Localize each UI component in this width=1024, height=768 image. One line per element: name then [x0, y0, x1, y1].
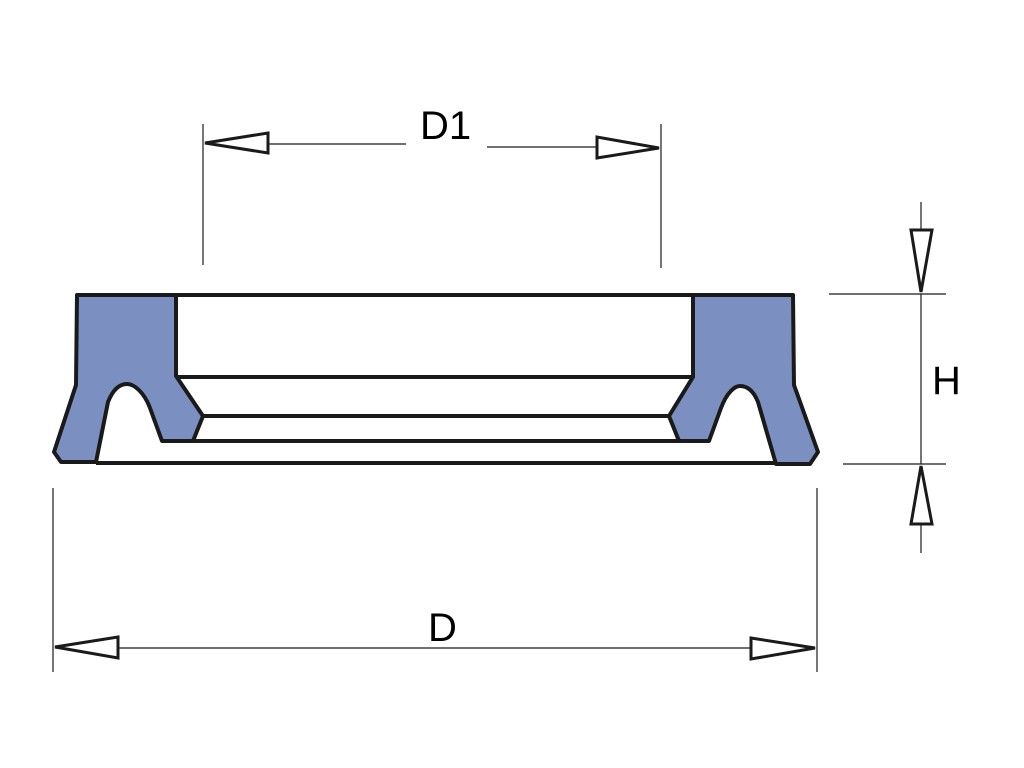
dimension-d: D [52, 488, 818, 672]
seal-right-lip [667, 293, 820, 466]
dimension-d1: D1 [202, 104, 662, 268]
h-label: H [932, 359, 961, 403]
d-arrow-left [54, 635, 120, 660]
h-arrow-top [909, 228, 934, 293]
d1-label: D1 [420, 104, 471, 148]
h-arrow-bottom [909, 465, 934, 526]
d-arrow-right [749, 636, 816, 661]
dimension-h: H [829, 202, 961, 553]
d1-arrow-left [204, 131, 270, 155]
d-label: D [428, 606, 457, 650]
seal-left-lip [52, 293, 205, 464]
d1-arrow-right [595, 135, 660, 160]
seal-cross-section [52, 293, 820, 466]
